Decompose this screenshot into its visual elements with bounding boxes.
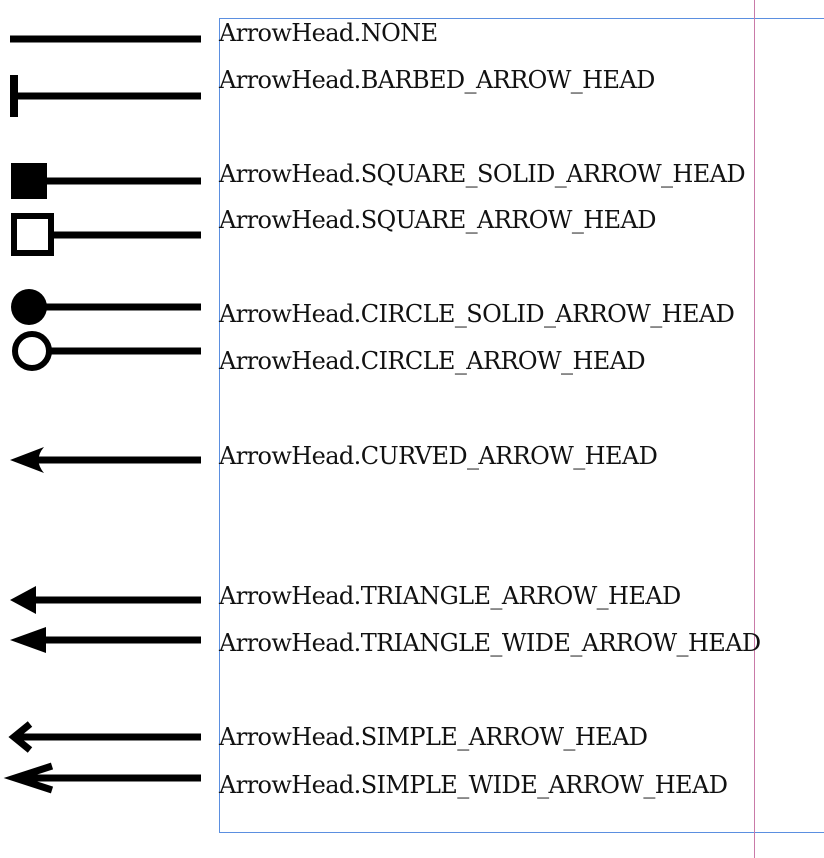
row-label-curved: ArrowHead.CURVED_ARROW_HEAD bbox=[219, 442, 658, 470]
row-label-square-solid: ArrowHead.SQUARE_SOLID_ARROW_HEAD bbox=[219, 160, 746, 188]
row-label-circle: ArrowHead.CIRCLE_ARROW_HEAD bbox=[219, 347, 646, 375]
row-label-barbed: ArrowHead.BARBED_ARROW_HEAD bbox=[219, 66, 655, 94]
arrow-head-samples bbox=[3, 35, 201, 794]
circle-arrow-head-icon bbox=[12, 331, 201, 371]
text-frame bbox=[219, 18, 824, 833]
row-label-circle-solid: ArrowHead.CIRCLE_SOLID_ARROW_HEAD bbox=[219, 300, 735, 328]
row-label-square: ArrowHead.SQUARE_ARROW_HEAD bbox=[219, 206, 656, 234]
square-arrow-head-icon bbox=[11, 213, 201, 256]
margin-guide bbox=[754, 0, 755, 858]
row-label-triangle-wide: ArrowHead.TRIANGLE_WIDE_ARROW_HEAD bbox=[219, 629, 761, 657]
curved-arrow-head-icon bbox=[10, 447, 201, 473]
triangle-wide-arrow-head-icon bbox=[10, 627, 201, 653]
row-label-simple: ArrowHead.SIMPLE_ARROW_HEAD bbox=[219, 723, 648, 751]
circle-solid-arrow-head-icon bbox=[11, 289, 201, 325]
simple-arrow-head-icon bbox=[8, 721, 201, 753]
row-label-simple-wide: ArrowHead.SIMPLE_WIDE_ARROW_HEAD bbox=[219, 771, 728, 799]
row-label-none: ArrowHead.NONE bbox=[219, 19, 438, 47]
barbed-arrow-head-icon bbox=[10, 75, 201, 117]
simple-wide-arrow-head-icon bbox=[3, 762, 201, 794]
triangle-arrow-head-icon bbox=[10, 586, 201, 614]
square-solid-arrow-head-icon bbox=[11, 163, 201, 199]
row-label-triangle: ArrowHead.TRIANGLE_ARROW_HEAD bbox=[219, 582, 681, 610]
